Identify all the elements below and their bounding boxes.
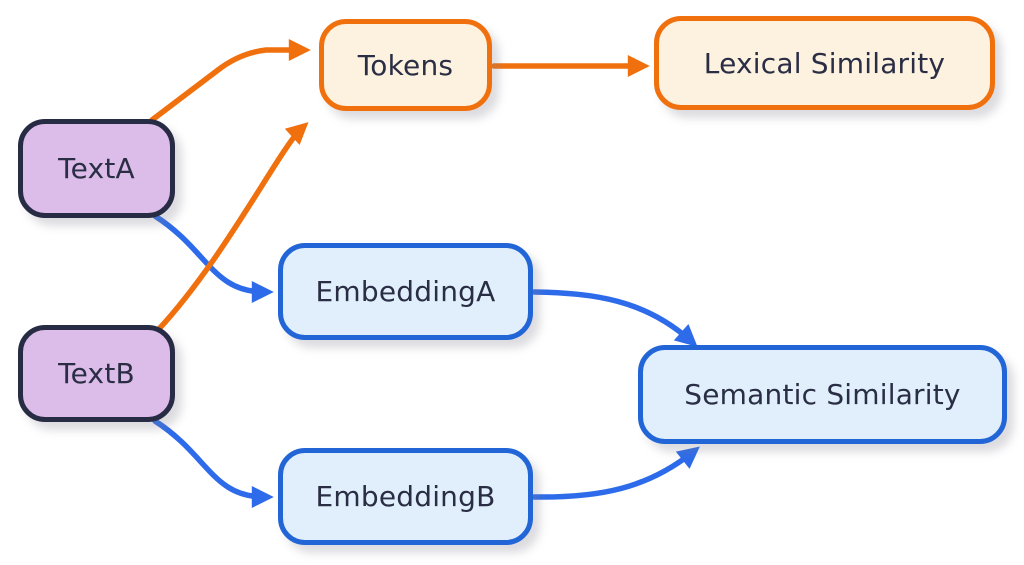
node-tokens-label: Tokens bbox=[357, 48, 454, 82]
node-semantic-similarity-label: Semantic Similarity bbox=[684, 378, 961, 411]
node-text-a: TextA bbox=[18, 119, 175, 218]
node-text-a-label: TextA bbox=[58, 152, 135, 185]
node-embedding-b: EmbeddingB bbox=[278, 448, 533, 545]
edge-embeddingb-semantic bbox=[531, 446, 700, 500]
node-embedding-a-label: EmbeddingA bbox=[315, 275, 496, 308]
edge-texta-tokens bbox=[149, 39, 311, 123]
node-embedding-b-label: EmbeddingB bbox=[315, 480, 496, 513]
node-embedding-a: EmbeddingA bbox=[278, 243, 533, 340]
node-lexical-similarity: Lexical Similarity bbox=[654, 16, 995, 110]
edge-textb-embeddingb bbox=[152, 418, 274, 508]
node-text-b-label: TextB bbox=[58, 357, 135, 390]
edge-embeddinga-semantic bbox=[531, 289, 698, 347]
node-semantic-similarity: Semantic Similarity bbox=[638, 345, 1007, 444]
edge-textb-tokens bbox=[155, 122, 309, 333]
node-tokens: Tokens bbox=[319, 19, 492, 111]
node-text-b: TextB bbox=[18, 325, 175, 422]
edge-texta-embeddinga bbox=[152, 213, 274, 303]
node-lexical-similarity-label: Lexical Similarity bbox=[703, 46, 946, 80]
